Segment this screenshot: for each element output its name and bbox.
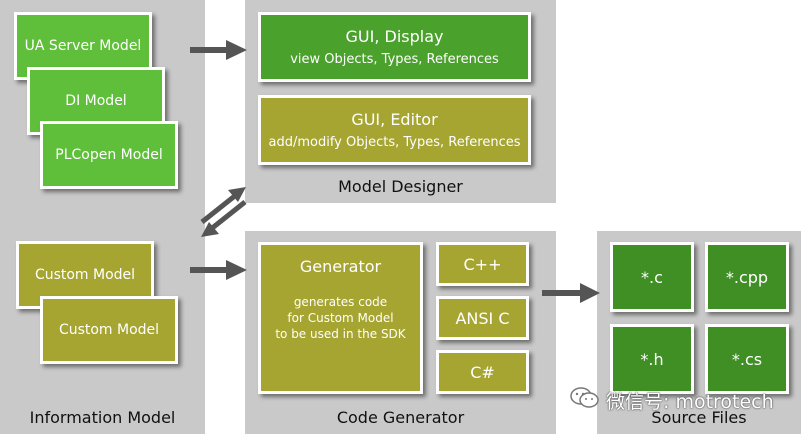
csharp-language-box: C#: [436, 350, 529, 394]
gui-editor-box: GUI, Editor add/modify Objects, Types, R…: [258, 95, 531, 165]
cpp-file-label: *.cpp: [725, 267, 769, 287]
h-file-label: *.h: [640, 349, 664, 369]
gui-display-box: GUI, Display view Objects, Types, Refere…: [258, 12, 531, 82]
generator-box: Generator generates code for Custom Mode…: [258, 242, 423, 394]
information-model-label: Information Model: [29, 408, 176, 427]
model-designer-label: Model Designer: [338, 177, 463, 196]
custom-model-label-1: Custom Model: [34, 267, 136, 283]
arrow-custom-to-designer: [200, 187, 246, 224]
plcopen-model-box: PLCopen Model: [40, 121, 178, 189]
cs-file-box: *.cs: [705, 324, 789, 394]
di-model-label: DI Model: [65, 93, 127, 109]
custom-model-label-2: Custom Model: [58, 322, 160, 338]
wechat-watermark: 微信号: motrotech: [570, 386, 774, 415]
c-file-label: *.c: [641, 267, 663, 287]
source-files-label: Source Files: [651, 408, 747, 427]
cpp-language-label: C++: [463, 254, 502, 274]
custom-model-box-2: Custom Model: [40, 296, 178, 364]
wechat-icon: [570, 386, 600, 415]
gui-editor-subtitle: add/modify Objects, Types, References: [268, 135, 521, 150]
csharp-language-label: C#: [470, 362, 495, 382]
gui-display-title: GUI, Display: [345, 27, 444, 46]
cs-file-label: *.cs: [731, 349, 763, 369]
gui-editor-title: GUI, Editor: [351, 110, 438, 129]
gui-display-subtitle: view Objects, Types, References: [290, 52, 499, 67]
h-file-box: *.h: [610, 324, 694, 394]
ua-server-model-label: UA Server Model: [24, 38, 142, 54]
generator-line-3: to be used in the SDK: [275, 327, 406, 341]
generator-title: Generator: [299, 257, 382, 276]
ansi-c-language-box: ANSI C: [436, 296, 529, 340]
generator-line-2: for Custom Model: [287, 311, 394, 325]
cpp-language-box: C++: [436, 242, 529, 286]
watermark-text: 微信号: motrotech: [606, 391, 774, 413]
c-file-box: *.c: [610, 242, 694, 312]
generator-line-1: generates code: [293, 295, 388, 309]
code-generator-label: Code Generator: [336, 408, 465, 427]
arrow-designer-to-custom: [201, 200, 247, 237]
ansi-c-language-label: ANSI C: [455, 308, 510, 328]
plcopen-model-label: PLCopen Model: [55, 147, 163, 163]
cpp-file-box: *.cpp: [705, 242, 789, 312]
